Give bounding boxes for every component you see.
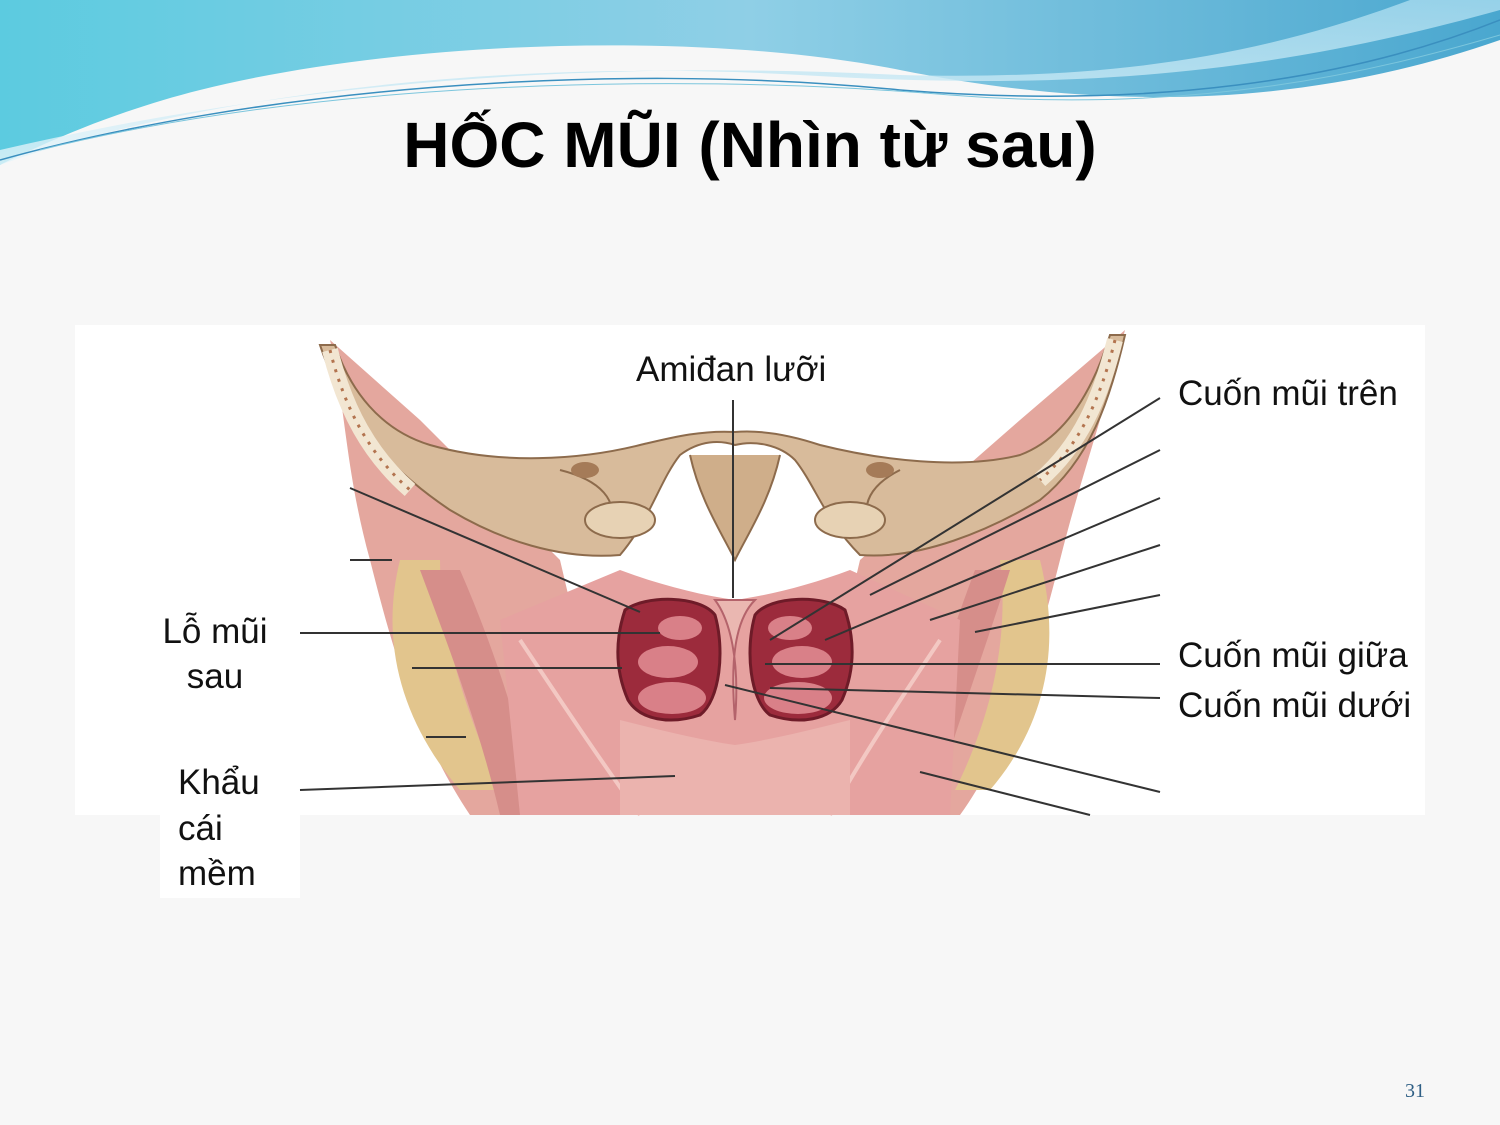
label-lingual-tonsil: Amiđan lưỡi xyxy=(636,350,827,389)
label-superior-concha: Cuốn mũi trên xyxy=(1178,374,1398,413)
header-wave-decoration xyxy=(0,0,1500,165)
slide-title: HỐC MŨI (Nhìn từ sau) xyxy=(403,109,1097,181)
label-soft-palate-line3: mềm xyxy=(178,854,256,893)
label-soft-palate: Khẩu cái mềm xyxy=(178,760,260,897)
leader-lines xyxy=(299,397,1161,816)
label-soft-palate-line2: cái xyxy=(178,808,223,848)
label-choana-line2: sau xyxy=(186,656,244,696)
page-number: 31 xyxy=(1405,1080,1425,1102)
label-middle-concha: Cuốn mũi giữa xyxy=(1178,636,1408,675)
label-soft-palate-line1: Khẩu xyxy=(178,763,260,802)
leader-soft-palate xyxy=(299,775,676,791)
leader-superior-concha xyxy=(769,397,1161,641)
label-choana: Lỗ mũi sau xyxy=(140,610,290,700)
caption-background xyxy=(160,760,300,898)
label-choana-line1: Lỗ mũi xyxy=(162,612,268,651)
label-inferior-concha: Cuốn mũi dưới xyxy=(1178,686,1412,725)
leader-inferior-concha xyxy=(769,687,1161,699)
